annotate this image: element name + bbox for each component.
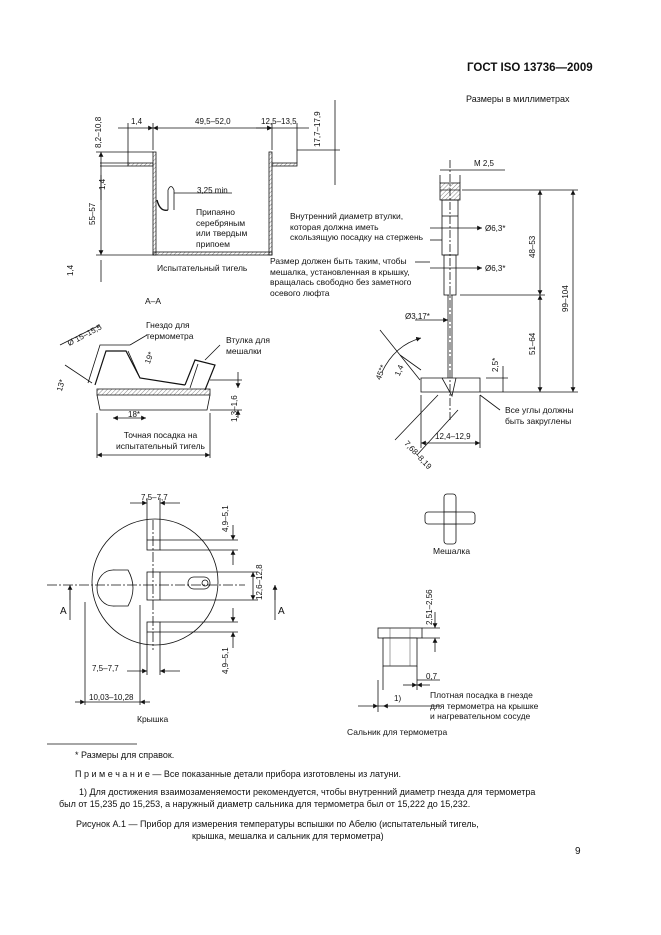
dim-label: 12,6–12,8 (255, 564, 264, 600)
dim-label: 12,5–13,5 (261, 117, 297, 126)
dim-label: 3,25 min (197, 186, 228, 195)
footnote-1-line-2: был от 15,235 до 15,253, а наружный диам… (59, 799, 471, 809)
dim-label: 51–64 (528, 332, 537, 355)
reference-footnote: * Размеры для справок. (75, 750, 175, 760)
footnote-1-line-1: 1) Для достижения взаимозаменяемости рек… (79, 787, 536, 797)
test-cup-drawing (96, 100, 340, 282)
dim-label: 8,2–10,8 (94, 116, 103, 148)
section-mark-left: A (60, 606, 67, 617)
dim-label: 4,9–5,1 (221, 505, 230, 532)
gland-drawing (358, 612, 440, 712)
dim-label: Ø6,3* (485, 264, 506, 273)
dim-label: 1,3–1,6 (230, 395, 239, 422)
dim-label: 1,4 (66, 264, 75, 276)
figure-caption-line-2: крышка, мешалка и сальник для термометра… (192, 831, 384, 841)
dim-label: 55–57 (88, 202, 97, 225)
dim-label: 48–53 (528, 235, 537, 258)
standard-number: ГОСТ ISO 13736—2009 (467, 62, 593, 74)
section-aa-drawing (59, 324, 242, 458)
dim-label: 2,5* (491, 357, 500, 372)
stirrer-caption: Мешалка (433, 546, 471, 556)
dim-label: 4,9–5,1 (221, 647, 230, 674)
inner-diameter-note: Внутренний диаметр втулки,которая должна… (290, 211, 424, 242)
dim-label: 18* (128, 410, 141, 419)
test-cup-caption: Испытательный тигель (157, 263, 248, 273)
dim-label: 1,4 (131, 117, 143, 126)
dim-label: Ø6,3* (485, 224, 506, 233)
note-prefix: П р и м е ч а н и е (75, 769, 150, 779)
section-mark-right: A (278, 606, 285, 617)
dim-label: 49,5–52,0 (195, 117, 231, 126)
general-note: П р и м е ч а н и е — Все показанные дет… (75, 768, 401, 780)
brazed-note: Припаяно серебряным или твердым припоем (196, 207, 248, 249)
gland-caption: Сальник для термометра (347, 727, 448, 737)
lid-drawing (47, 498, 278, 705)
note-text: — Все показанные детали прибора изготовл… (152, 769, 402, 779)
dim-label: 17,7–17,9 (313, 111, 322, 147)
section-title: A–A (145, 296, 162, 306)
page-number: 9 (575, 846, 581, 857)
stirrer-drawing (379, 160, 578, 456)
dim-label: 99–104 (561, 285, 570, 312)
dim-label: 7,5–7,7 (141, 493, 168, 502)
dim-label: 7,5–7,7 (92, 664, 119, 673)
dim-label: 1,4 (98, 178, 107, 190)
dim-label: 0,7 (426, 672, 438, 681)
footnote-ref: 1) (394, 694, 402, 703)
dim-label: Ø3,17* (405, 312, 430, 321)
dim-label: M 2,5 (474, 159, 495, 168)
stirrer-plan-drawing (424, 493, 476, 545)
dim-label: 2,51–2,56 (425, 589, 434, 625)
dim-label: 12,4–12,9 (435, 432, 471, 441)
lid-caption: Крышка (137, 714, 169, 724)
figure-caption-line-1: Рисунок А.1 — Прибор для измерения темпе… (76, 819, 479, 829)
dim-label: 10,03–10,28 (89, 693, 134, 702)
units-note: Размеры в миллиметрах (466, 94, 570, 104)
